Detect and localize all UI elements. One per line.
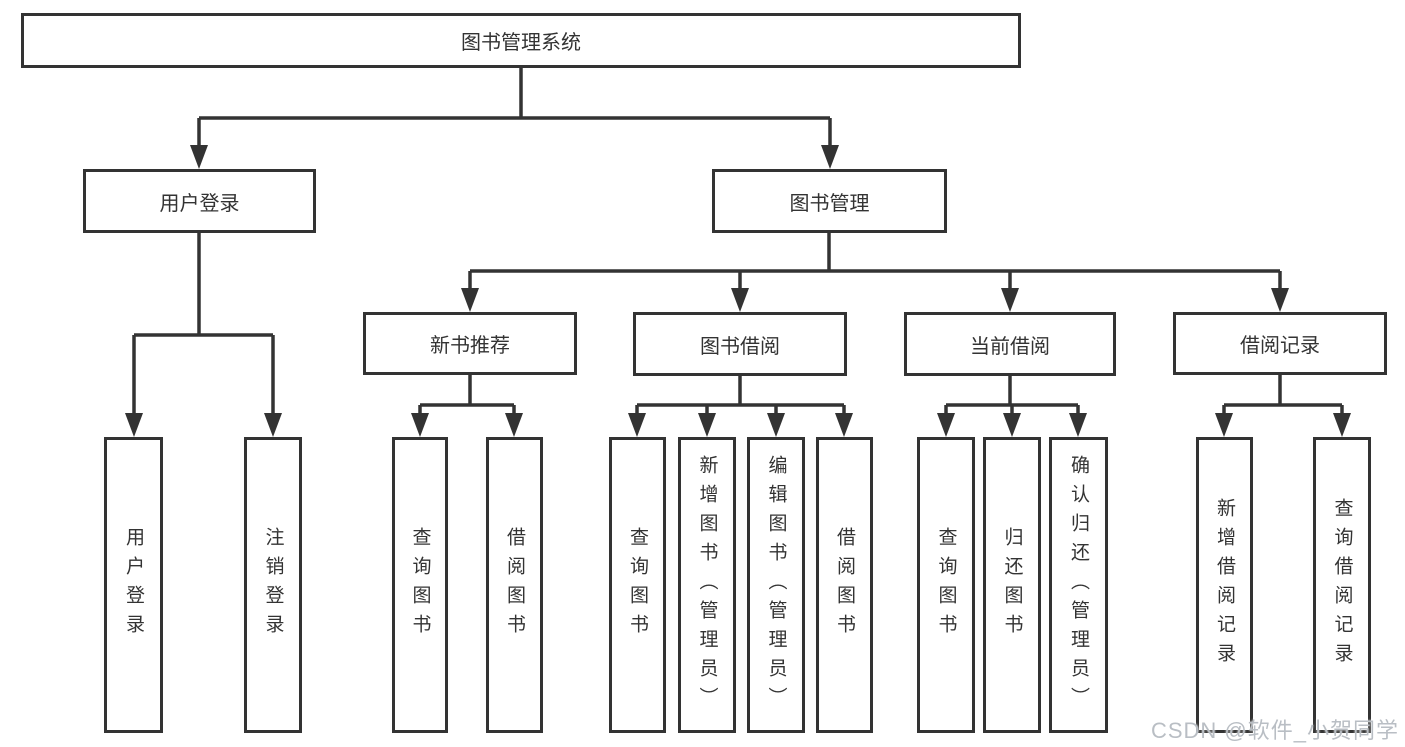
node-label: 归还图书 [1001,527,1023,643]
arrow-down-icon [835,413,853,437]
arrow-down-icon [264,413,282,437]
arrow-down-icon [628,413,646,437]
leaf-add-books-admin: 新增图书（管理员） [678,437,736,733]
node-label: 借阅记录 [1240,335,1320,357]
node-label: 新书推荐 [430,335,510,357]
arrow-down-icon [1001,288,1019,312]
leaf-return-books: 归还图书 [983,437,1041,733]
leaf-add-borrow-record: 新增借阅记录 [1196,437,1253,733]
node-label: 用户登录 [159,192,240,215]
node-book-borrow: 图书借阅 [633,312,847,376]
arrow-down-icon [698,413,716,437]
node-label: 查询图书 [935,527,957,643]
arrow-down-icon [1069,413,1087,437]
node-label: 用户登录 [123,527,144,643]
arrow-down-icon [461,288,479,312]
node-user-login: 用户登录 [83,169,316,233]
node-borrow-records: 借阅记录 [1173,312,1387,375]
leaf-edit-books-admin: 编辑图书（管理员） [747,437,805,733]
node-label: 借阅图书 [504,527,525,643]
node-new-book-recommend: 新书推荐 [363,312,577,375]
node-current-borrow: 当前借阅 [904,312,1116,376]
node-label: 注销登录 [262,527,284,643]
leaf-query-borrow-record: 查询借阅记录 [1313,437,1371,733]
node-label: 编辑图书（管理员） [765,454,787,716]
arrow-down-icon [767,413,785,437]
node-label: 新增借阅记录 [1214,498,1235,672]
node-label: 查询借阅记录 [1331,498,1353,672]
node-label: 当前借阅 [970,335,1050,358]
node-label: 查询图书 [627,527,648,643]
node-book-management: 图书管理 [712,169,947,233]
arrow-down-icon [731,288,749,312]
leaf-logout: 注销登录 [244,437,302,733]
leaf-confirm-return-admin: 确认归还（管理员） [1049,437,1108,733]
leaf-user-login: 用户登录 [104,437,163,733]
node-label: 图书管理 [789,192,870,215]
arrow-down-icon [411,413,429,437]
node-label: 图书借阅 [700,335,780,358]
arrow-down-icon [1215,413,1233,437]
node-label: 借阅图书 [834,527,855,643]
node-label: 查询图书 [409,527,431,643]
node-label: 确认归还（管理员） [1068,454,1089,716]
arrow-down-icon [1003,413,1021,437]
arrow-down-icon [190,145,208,169]
node-library-system: 图书管理系统 [21,13,1021,68]
leaf-query-books-borrow: 查询图书 [609,437,666,733]
node-label: 图书管理系统 [461,32,581,54]
leaf-query-books-recommend: 查询图书 [392,437,448,733]
arrow-down-icon [1271,288,1289,312]
arrow-down-icon [505,413,523,437]
arrow-down-icon [937,413,955,437]
leaf-borrow-books-recommend: 借阅图书 [486,437,543,733]
node-label: 新增图书（管理员） [696,454,718,716]
arrow-down-icon [1333,413,1351,437]
watermark: CSDN @软件_小贺同学 [1150,718,1399,743]
arrow-down-icon [125,413,143,437]
leaf-query-books-current: 查询图书 [917,437,975,733]
leaf-borrow-books: 借阅图书 [816,437,873,733]
arrow-down-icon [821,145,839,169]
